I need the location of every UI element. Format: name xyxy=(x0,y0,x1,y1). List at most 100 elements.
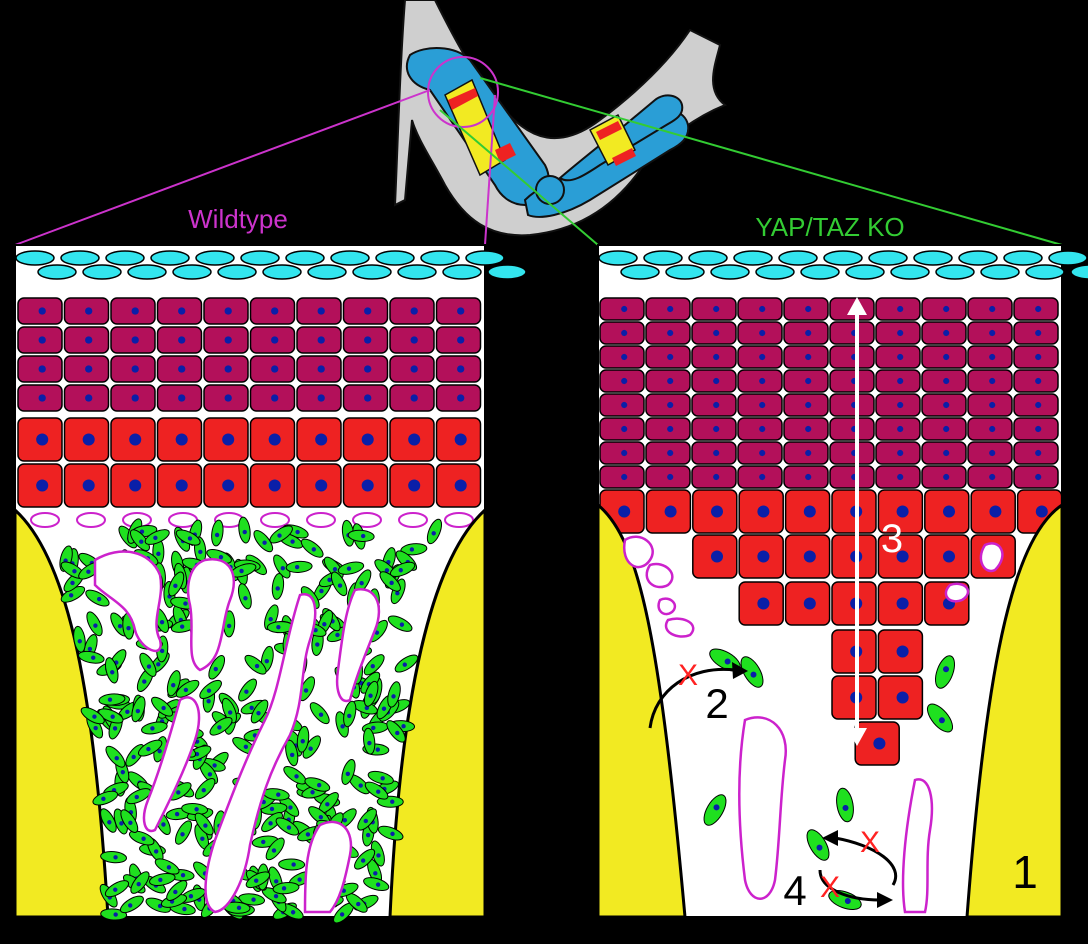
proliferative-chondrocyte xyxy=(344,298,388,324)
proliferative-chondrocyte xyxy=(204,327,248,353)
trabecula-fragment xyxy=(307,513,335,527)
proliferative-chondrocyte xyxy=(692,298,736,320)
proliferative-chondrocyte xyxy=(968,322,1012,344)
proliferative-chondrocyte xyxy=(390,356,434,382)
proliferative-chondrocyte xyxy=(1014,442,1058,464)
resting-chondrocyte xyxy=(689,251,727,265)
proliferative-chondrocyte xyxy=(968,370,1012,392)
resting-chondrocyte xyxy=(711,265,749,279)
proliferative-chondrocyte xyxy=(344,385,388,411)
resting-chondrocyte xyxy=(443,265,481,279)
x-mark-2: X xyxy=(678,659,698,692)
resting-chondrocyte xyxy=(16,251,54,265)
resting-chondrocyte xyxy=(599,251,637,265)
trabecula-fragment xyxy=(399,513,427,527)
proliferative-chondrocyte xyxy=(692,418,736,440)
proliferative-chondrocyte xyxy=(784,322,828,344)
proliferative-chondrocyte xyxy=(922,466,966,488)
proliferative-chondrocyte xyxy=(876,418,920,440)
resting-chondrocyte xyxy=(241,251,279,265)
resting-chondrocyte xyxy=(353,265,391,279)
proliferative-chondrocyte xyxy=(646,322,690,344)
proliferative-chondrocyte xyxy=(204,385,248,411)
proliferative-chondrocyte xyxy=(111,298,155,324)
proliferative-chondrocyte xyxy=(738,466,782,488)
proliferative-chondrocyte xyxy=(646,442,690,464)
proliferative-chondrocyte xyxy=(646,370,690,392)
x-mark-4a: X xyxy=(860,826,880,859)
osteoblast xyxy=(278,859,304,871)
resting-chondrocyte xyxy=(286,251,324,265)
resting-chondrocyte xyxy=(666,265,704,279)
resting-chondrocyte xyxy=(488,265,526,279)
hypertrophic-chondrocyte xyxy=(204,464,248,507)
trabecula-fragment xyxy=(31,513,59,527)
proliferative-chondrocyte xyxy=(390,327,434,353)
proliferative-chondrocyte xyxy=(111,327,155,353)
proliferative-chondrocyte xyxy=(437,356,481,382)
hypertrophic-chondrocyte xyxy=(158,418,202,461)
hypertrophic-chondrocyte xyxy=(786,582,830,625)
resting-chondrocyte xyxy=(398,265,436,279)
resting-chondrocyte xyxy=(936,265,974,279)
proliferative-chondrocyte xyxy=(297,385,341,411)
hypertrophic-chondrocyte xyxy=(739,535,783,578)
proliferative-chondrocyte xyxy=(297,298,341,324)
hypertrophic-chondrocyte xyxy=(111,418,155,461)
hypertrophic-chondrocyte xyxy=(693,535,737,578)
proliferative-chondrocyte xyxy=(646,394,690,416)
proliferative-chondrocyte xyxy=(158,385,202,411)
proliferative-chondrocyte xyxy=(692,322,736,344)
resting-chondrocyte xyxy=(779,251,817,265)
proliferative-chondrocyte xyxy=(876,346,920,368)
ko-title: YAP/TAZ KO xyxy=(755,212,904,242)
proliferative-chondrocyte xyxy=(18,327,62,353)
proliferative-chondrocyte xyxy=(646,466,690,488)
proliferative-chondrocyte xyxy=(158,298,202,324)
proliferative-chondrocyte xyxy=(922,394,966,416)
proliferative-chondrocyte xyxy=(738,346,782,368)
proliferative-chondrocyte xyxy=(692,466,736,488)
hypertrophic-chondrocyte xyxy=(251,418,295,461)
proliferative-chondrocyte xyxy=(251,385,295,411)
hypertrophic-chondrocyte xyxy=(693,490,737,533)
proliferative-chondrocyte xyxy=(18,298,62,324)
proliferative-chondrocyte xyxy=(922,442,966,464)
proliferative-chondrocyte xyxy=(600,442,644,464)
proliferative-chondrocyte xyxy=(251,356,295,382)
proliferative-chondrocyte xyxy=(600,466,644,488)
resting-chondrocyte xyxy=(263,265,301,279)
proliferative-chondrocyte xyxy=(830,322,874,344)
proliferative-chondrocyte xyxy=(111,356,155,382)
resting-chondrocyte xyxy=(824,251,862,265)
hypertrophic-chondrocyte xyxy=(878,676,922,719)
wildtype-panel xyxy=(15,245,526,926)
proliferative-chondrocyte xyxy=(968,346,1012,368)
proliferative-chondrocyte xyxy=(922,418,966,440)
proliferative-chondrocyte xyxy=(297,356,341,382)
proliferative-chondrocyte xyxy=(600,370,644,392)
proliferative-chondrocyte xyxy=(1014,346,1058,368)
x-mark-4b: X xyxy=(820,871,840,904)
resting-chondrocyte xyxy=(466,251,504,265)
proliferative-chondrocyte xyxy=(968,394,1012,416)
resting-chondrocyte xyxy=(734,251,772,265)
wildtype-title: Wildtype xyxy=(188,204,288,234)
proliferative-chondrocyte xyxy=(158,327,202,353)
resting-chondrocyte xyxy=(376,251,414,265)
proliferative-chondrocyte xyxy=(1014,298,1058,320)
proliferative-chondrocyte xyxy=(646,298,690,320)
proliferative-chondrocyte xyxy=(600,418,644,440)
proliferative-chondrocyte xyxy=(738,418,782,440)
proliferative-chondrocyte xyxy=(600,322,644,344)
proliferative-chondrocyte xyxy=(692,394,736,416)
label-3: 3 xyxy=(881,517,903,561)
proliferative-chondrocyte xyxy=(968,466,1012,488)
proliferative-chondrocyte xyxy=(830,394,874,416)
proliferative-chondrocyte xyxy=(784,346,828,368)
resting-chondrocyte xyxy=(959,251,997,265)
resting-chondrocyte xyxy=(196,251,234,265)
proliferative-chondrocyte xyxy=(922,370,966,392)
proliferative-chondrocyte xyxy=(390,385,434,411)
trabecula-fragment xyxy=(445,513,473,527)
